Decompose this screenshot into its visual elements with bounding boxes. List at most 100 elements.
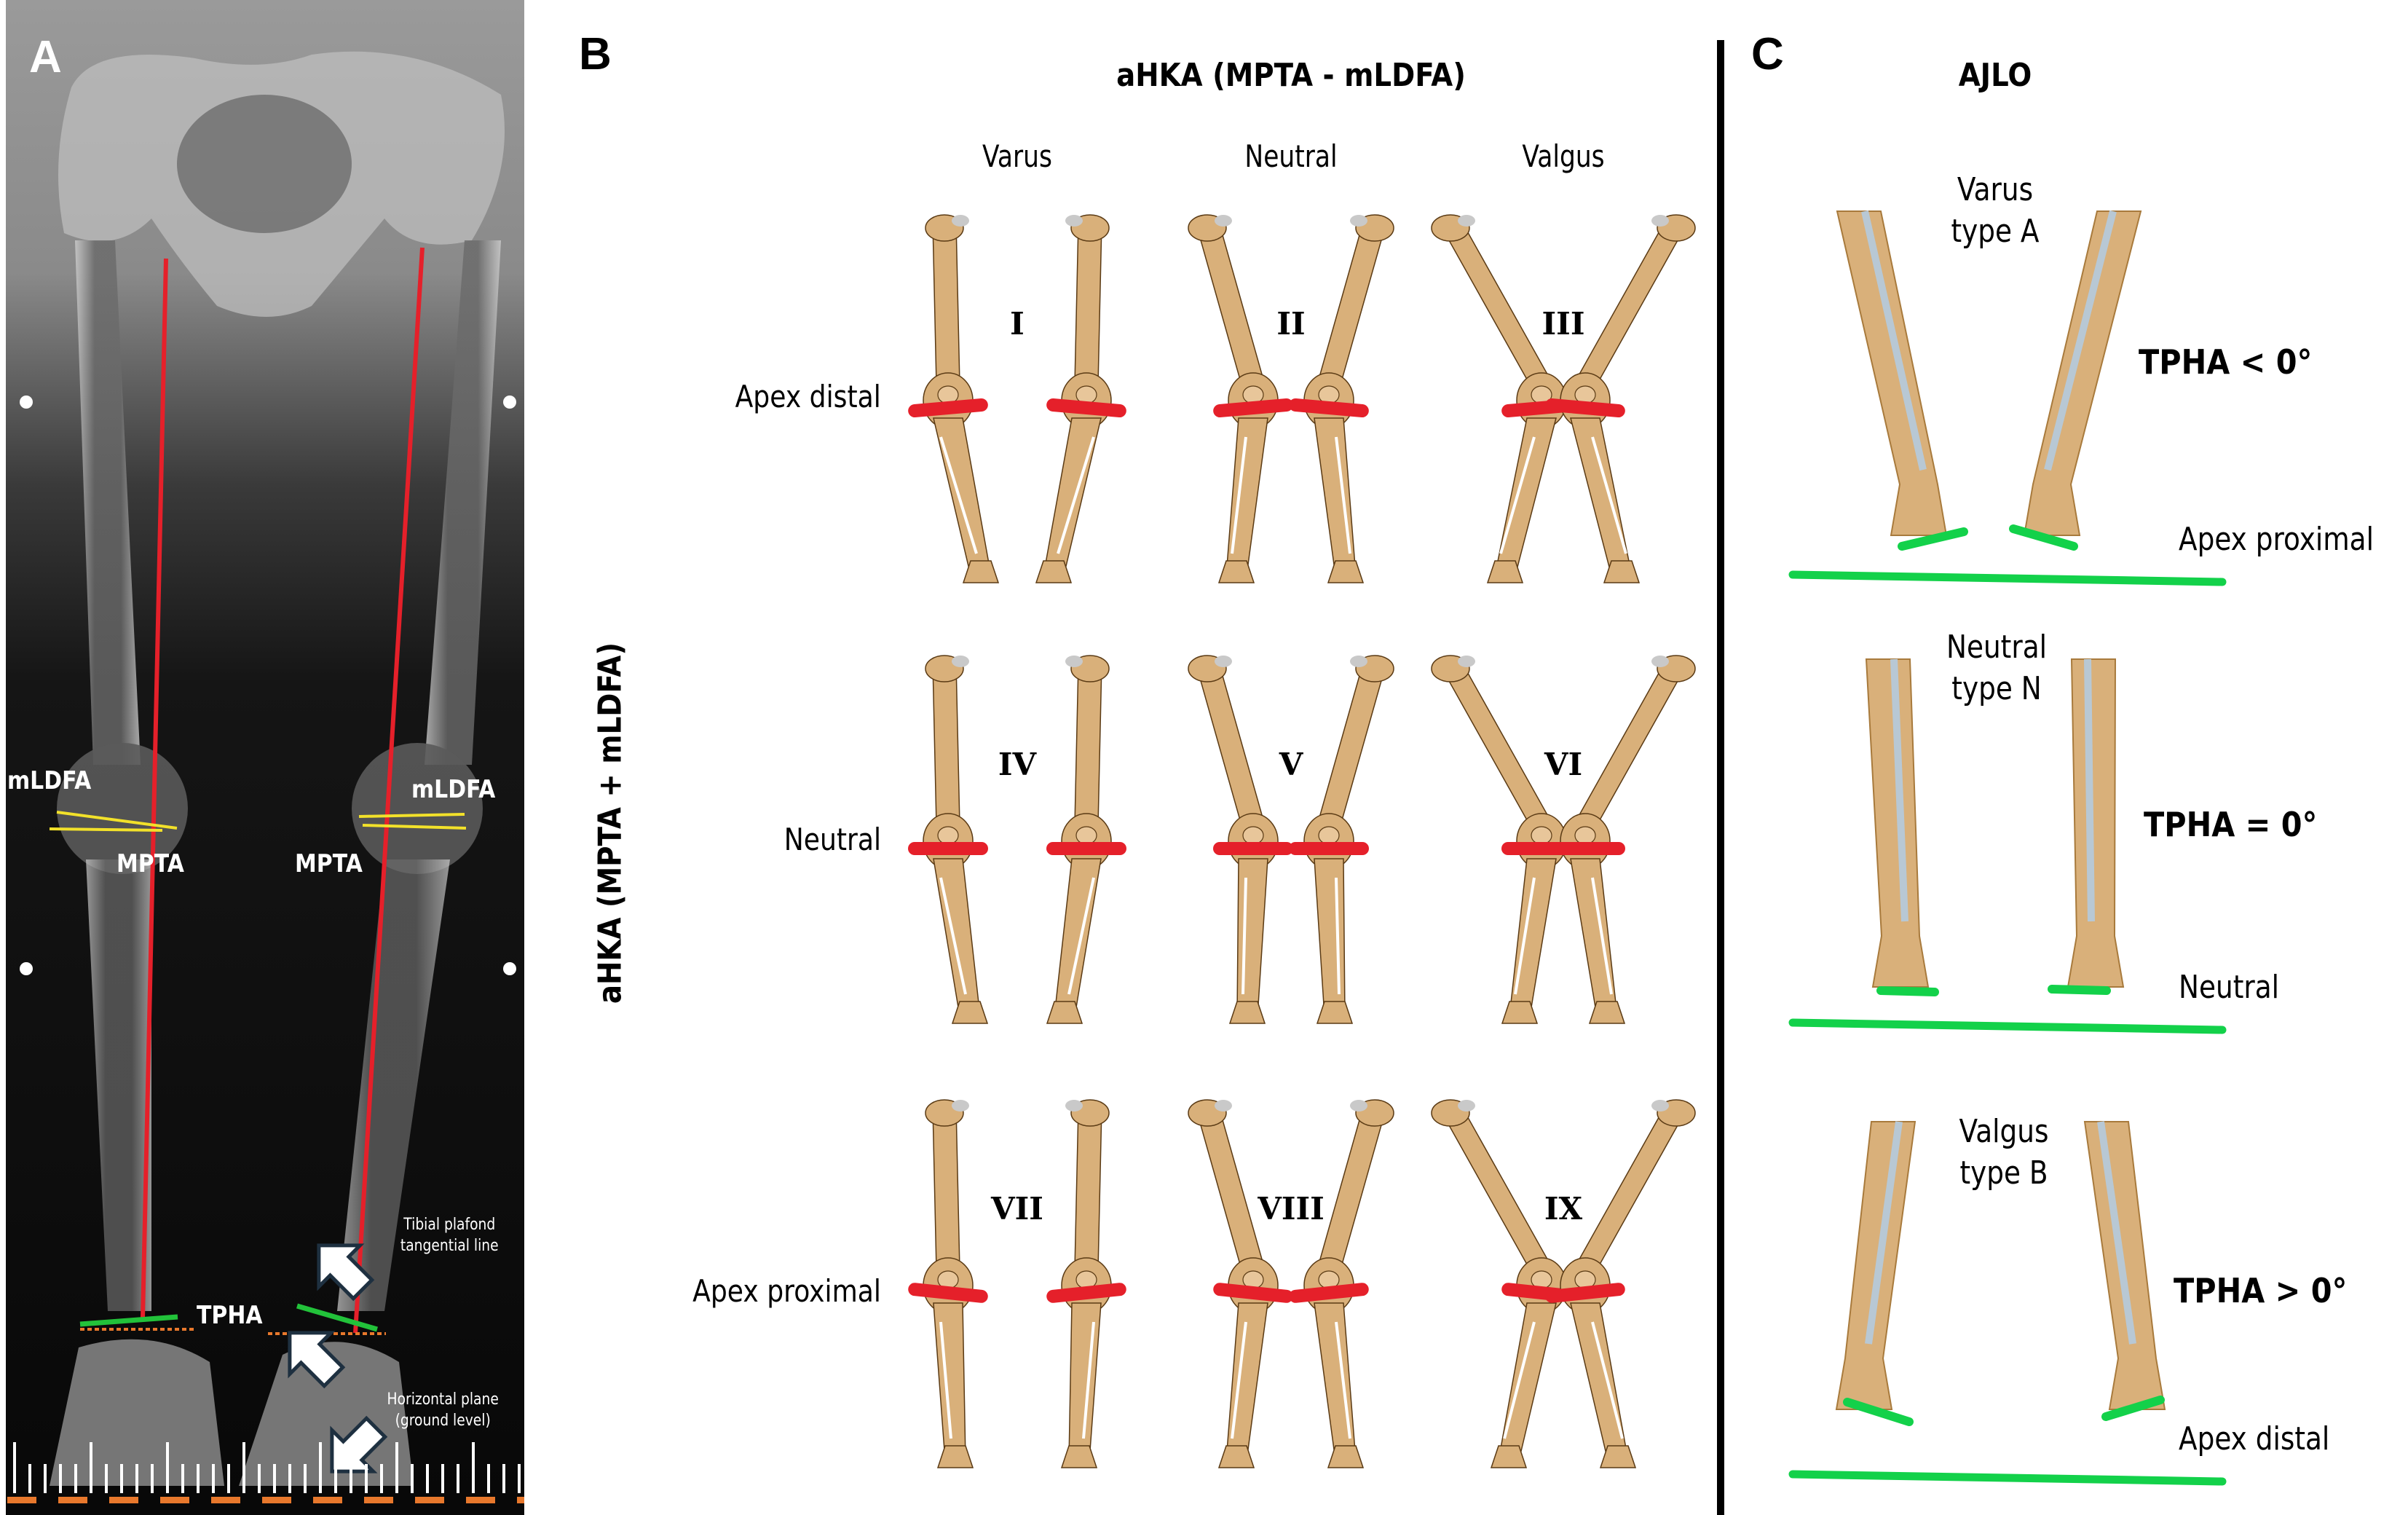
fibula-gap [1591,1321,1624,1439]
mechanical-axis-right [353,247,425,1334]
tibia-shaft [1314,858,1346,1017]
column-header-valgus: Valgus [1522,138,1605,174]
plafond-line-left [1843,1398,1914,1426]
knee-joint [1516,1257,1567,1314]
patella [1574,1270,1596,1289]
fibula-gap [939,877,967,995]
horizontal-plane-note: Horizontal plane (ground level) [387,1390,499,1431]
pelvic-inlet [177,95,352,233]
distal-tibia [1588,1001,1626,1024]
femur-right [425,240,501,765]
ajlo-type-varus-line1: Varus [1957,171,2034,208]
patella [1242,385,1264,404]
tibia-shaft [933,858,981,1017]
femur-shaft [1572,662,1689,826]
patella [1242,1270,1264,1289]
mldfa-label-right: mLDFA [411,775,496,804]
plafond-line-left [1876,986,1939,996]
fibula-gap [1514,877,1536,995]
fibula-gap [1335,436,1351,554]
ruler-tick [44,1464,47,1493]
fibula [2044,210,2117,471]
fibula-gap [1231,1321,1247,1439]
greater-trochanter [1065,215,1083,227]
femoral-head [925,1099,964,1127]
phenotype-numeral: IX [1544,1191,1583,1227]
fibula [1861,210,1927,471]
fibula [1890,658,1908,922]
distal-tibia-bone [2066,658,2125,988]
ruler-tick [59,1464,62,1493]
tibia-shaft [1225,1302,1268,1461]
ruler-tick [273,1464,276,1493]
panel-a: A mLDFA mLDFA MPTA MPTA TPHA Tibial plaf… [6,0,524,1515]
knee-joint [923,372,974,429]
ruler-tick [258,1464,261,1493]
mpta-label-left: MPTA [117,849,184,878]
fibula-gap [1082,1321,1095,1439]
femoral-head [1355,214,1394,242]
phenotype-numeral: VIII [1258,1191,1325,1227]
tibial-plafond-note: Tibial plafond tangential line [400,1215,499,1256]
ruler-tick [181,1464,184,1493]
femoral-head [925,655,964,682]
plafond-line-right [2101,1396,2165,1421]
ruler [7,1442,524,1503]
ruler-tick [242,1442,245,1493]
tpha-less-than-zero: TPHA < 0° [2139,342,2313,382]
arrow-icon-talus [288,1331,346,1389]
ruler-tick [487,1464,490,1493]
phenotype-numeral: I [1010,306,1025,342]
femur-shaft [1437,662,1555,826]
horizontal-plane-note-line1: Horizontal plane [387,1390,499,1409]
joint-line [1213,398,1293,418]
tibia-shaft [1225,417,1268,576]
marker-icon [503,396,516,409]
greater-trochanter [1215,656,1232,667]
phenotype-ix [1431,1099,1696,1468]
ruler-tick [457,1464,459,1493]
knee-joint [923,1257,974,1314]
distal-tibia [1217,560,1255,583]
mldfa-label-left: mLDFA [7,766,92,795]
mechanical-axis-left [141,258,168,1319]
ruler-tick [135,1464,138,1493]
ruler-tick [105,1464,108,1493]
ajlo-type-neutral-line1: Neutral [1946,629,2048,666]
ruler-tick [350,1464,352,1493]
patella [1531,385,1552,404]
fibula-gap [939,436,978,554]
femur-shaft [1074,221,1102,385]
panel-letter-a: A [29,32,62,82]
femoral-head [1070,655,1110,682]
patella [937,1270,959,1289]
femur-shaft [1195,1106,1266,1270]
ruler-tick [288,1464,291,1493]
marker-icon [503,962,516,975]
plafond-line-left [1898,527,1968,551]
ruler-tick [151,1464,154,1493]
tibia-shaft [1068,1302,1102,1461]
distal-tibia-bone [1835,1121,1916,1410]
fibula-gap [1231,436,1247,554]
tibia-shaft [1043,417,1102,576]
ruler-tick [13,1442,16,1493]
knee-joint [1516,813,1567,870]
ajlo-type-varus-line2: type A [1951,213,2040,251]
tibial-joint-line-left [49,827,163,832]
fibula-gap [1503,1321,1536,1439]
distal-tibia [1060,1445,1098,1468]
ruler-tick [426,1464,429,1493]
femoral-head [1188,1099,1227,1127]
femur-shaft [932,221,960,385]
femur-shaft [1195,662,1266,826]
ruler-mark [415,1497,444,1503]
phenotype-numeral: IV [998,747,1037,782]
joint-line [908,398,988,418]
joint-line [1046,398,1126,418]
femur-shaft [1437,1106,1555,1270]
ruler-mark [58,1497,87,1503]
row-label-apex-proximal: Apex proximal [692,1273,881,1309]
patella [1574,826,1596,845]
patella [1242,826,1264,845]
